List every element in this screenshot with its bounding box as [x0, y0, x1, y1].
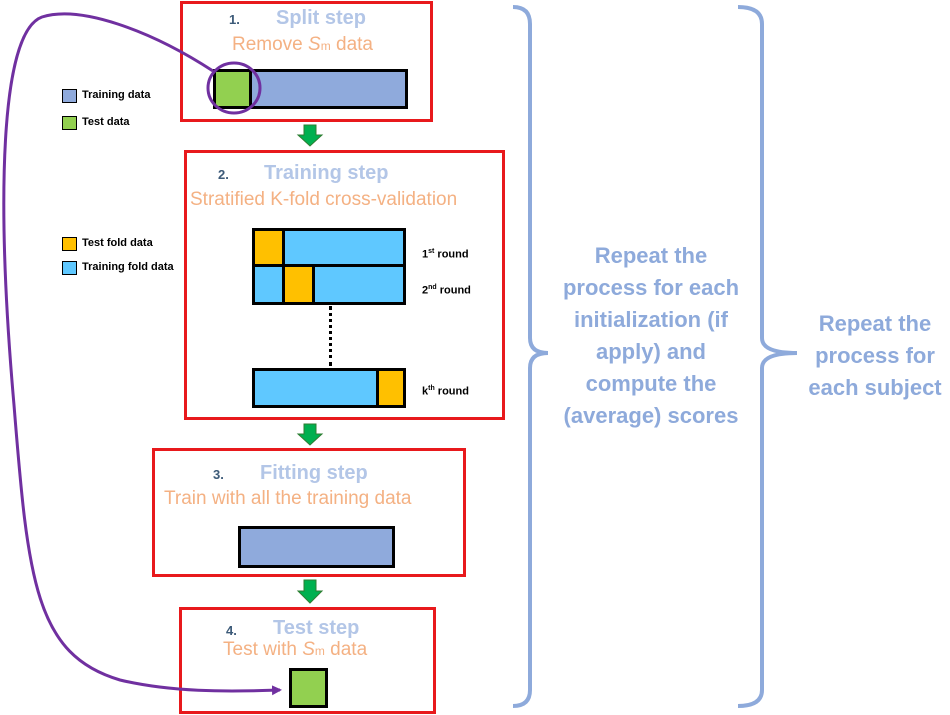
test-data-curve-arrow	[2, 12, 282, 696]
legend-label-training-fold: Training fold data	[82, 261, 174, 273]
legend-swatch-test-fold	[62, 237, 77, 251]
fitting-step-subtitle: Train with all the training data	[164, 488, 412, 509]
round-2-label: 2nd round	[422, 284, 471, 297]
training-step-subtitle: Stratified K-fold cross-validation	[190, 189, 458, 210]
legend-label-training: Training data	[82, 89, 151, 101]
round-k-label: kth round	[422, 385, 469, 398]
test-data-block	[289, 668, 328, 708]
test-step-title: Test step	[273, 617, 360, 639]
test-step-box	[179, 607, 436, 714]
ellipsis-dotted-line	[329, 306, 332, 366]
legend-swatch-test	[62, 116, 77, 130]
fitting-step-title: Fitting step	[260, 462, 368, 484]
fitting-training-bar	[238, 526, 395, 568]
test-step-number: 4.	[226, 623, 237, 638]
fitting-step-number: 3.	[213, 467, 224, 482]
legend-label-test-fold: Test fold data	[82, 237, 153, 249]
test-data-highlight-circle	[206, 61, 262, 115]
down-arrow-1	[296, 124, 324, 147]
outer-brace	[737, 5, 798, 708]
down-arrow-3	[296, 579, 324, 604]
round-1-label: 1st round	[422, 248, 469, 261]
legend-swatch-training-fold	[62, 261, 77, 275]
round-k-test-fold	[376, 368, 406, 408]
split-step-title: Split step	[276, 7, 367, 29]
round-2-test-fold	[282, 264, 315, 305]
round-2-bar	[252, 264, 406, 305]
inner-brace	[512, 5, 549, 708]
test-step-subtitle: Test with Sm data	[223, 639, 368, 660]
legend-label-test: Test data	[82, 116, 130, 128]
repeat-outer-text: Repeat the process for each subject	[808, 311, 942, 400]
repeat-inner-text: Repeat the process for each initializati…	[562, 243, 740, 428]
split-test-block	[213, 69, 252, 109]
split-step-subtitle: Remove Sm data	[232, 34, 373, 55]
down-arrow-2	[296, 423, 324, 446]
split-step-box	[180, 1, 433, 122]
split-step-number: 1.	[229, 12, 240, 27]
fitting-step-box	[152, 448, 466, 577]
split-training-bar	[249, 69, 408, 109]
training-step-number: 2.	[218, 167, 229, 182]
legend-swatch-training	[62, 89, 77, 103]
training-step-box	[184, 150, 505, 420]
training-step-title: Training step	[264, 162, 389, 184]
